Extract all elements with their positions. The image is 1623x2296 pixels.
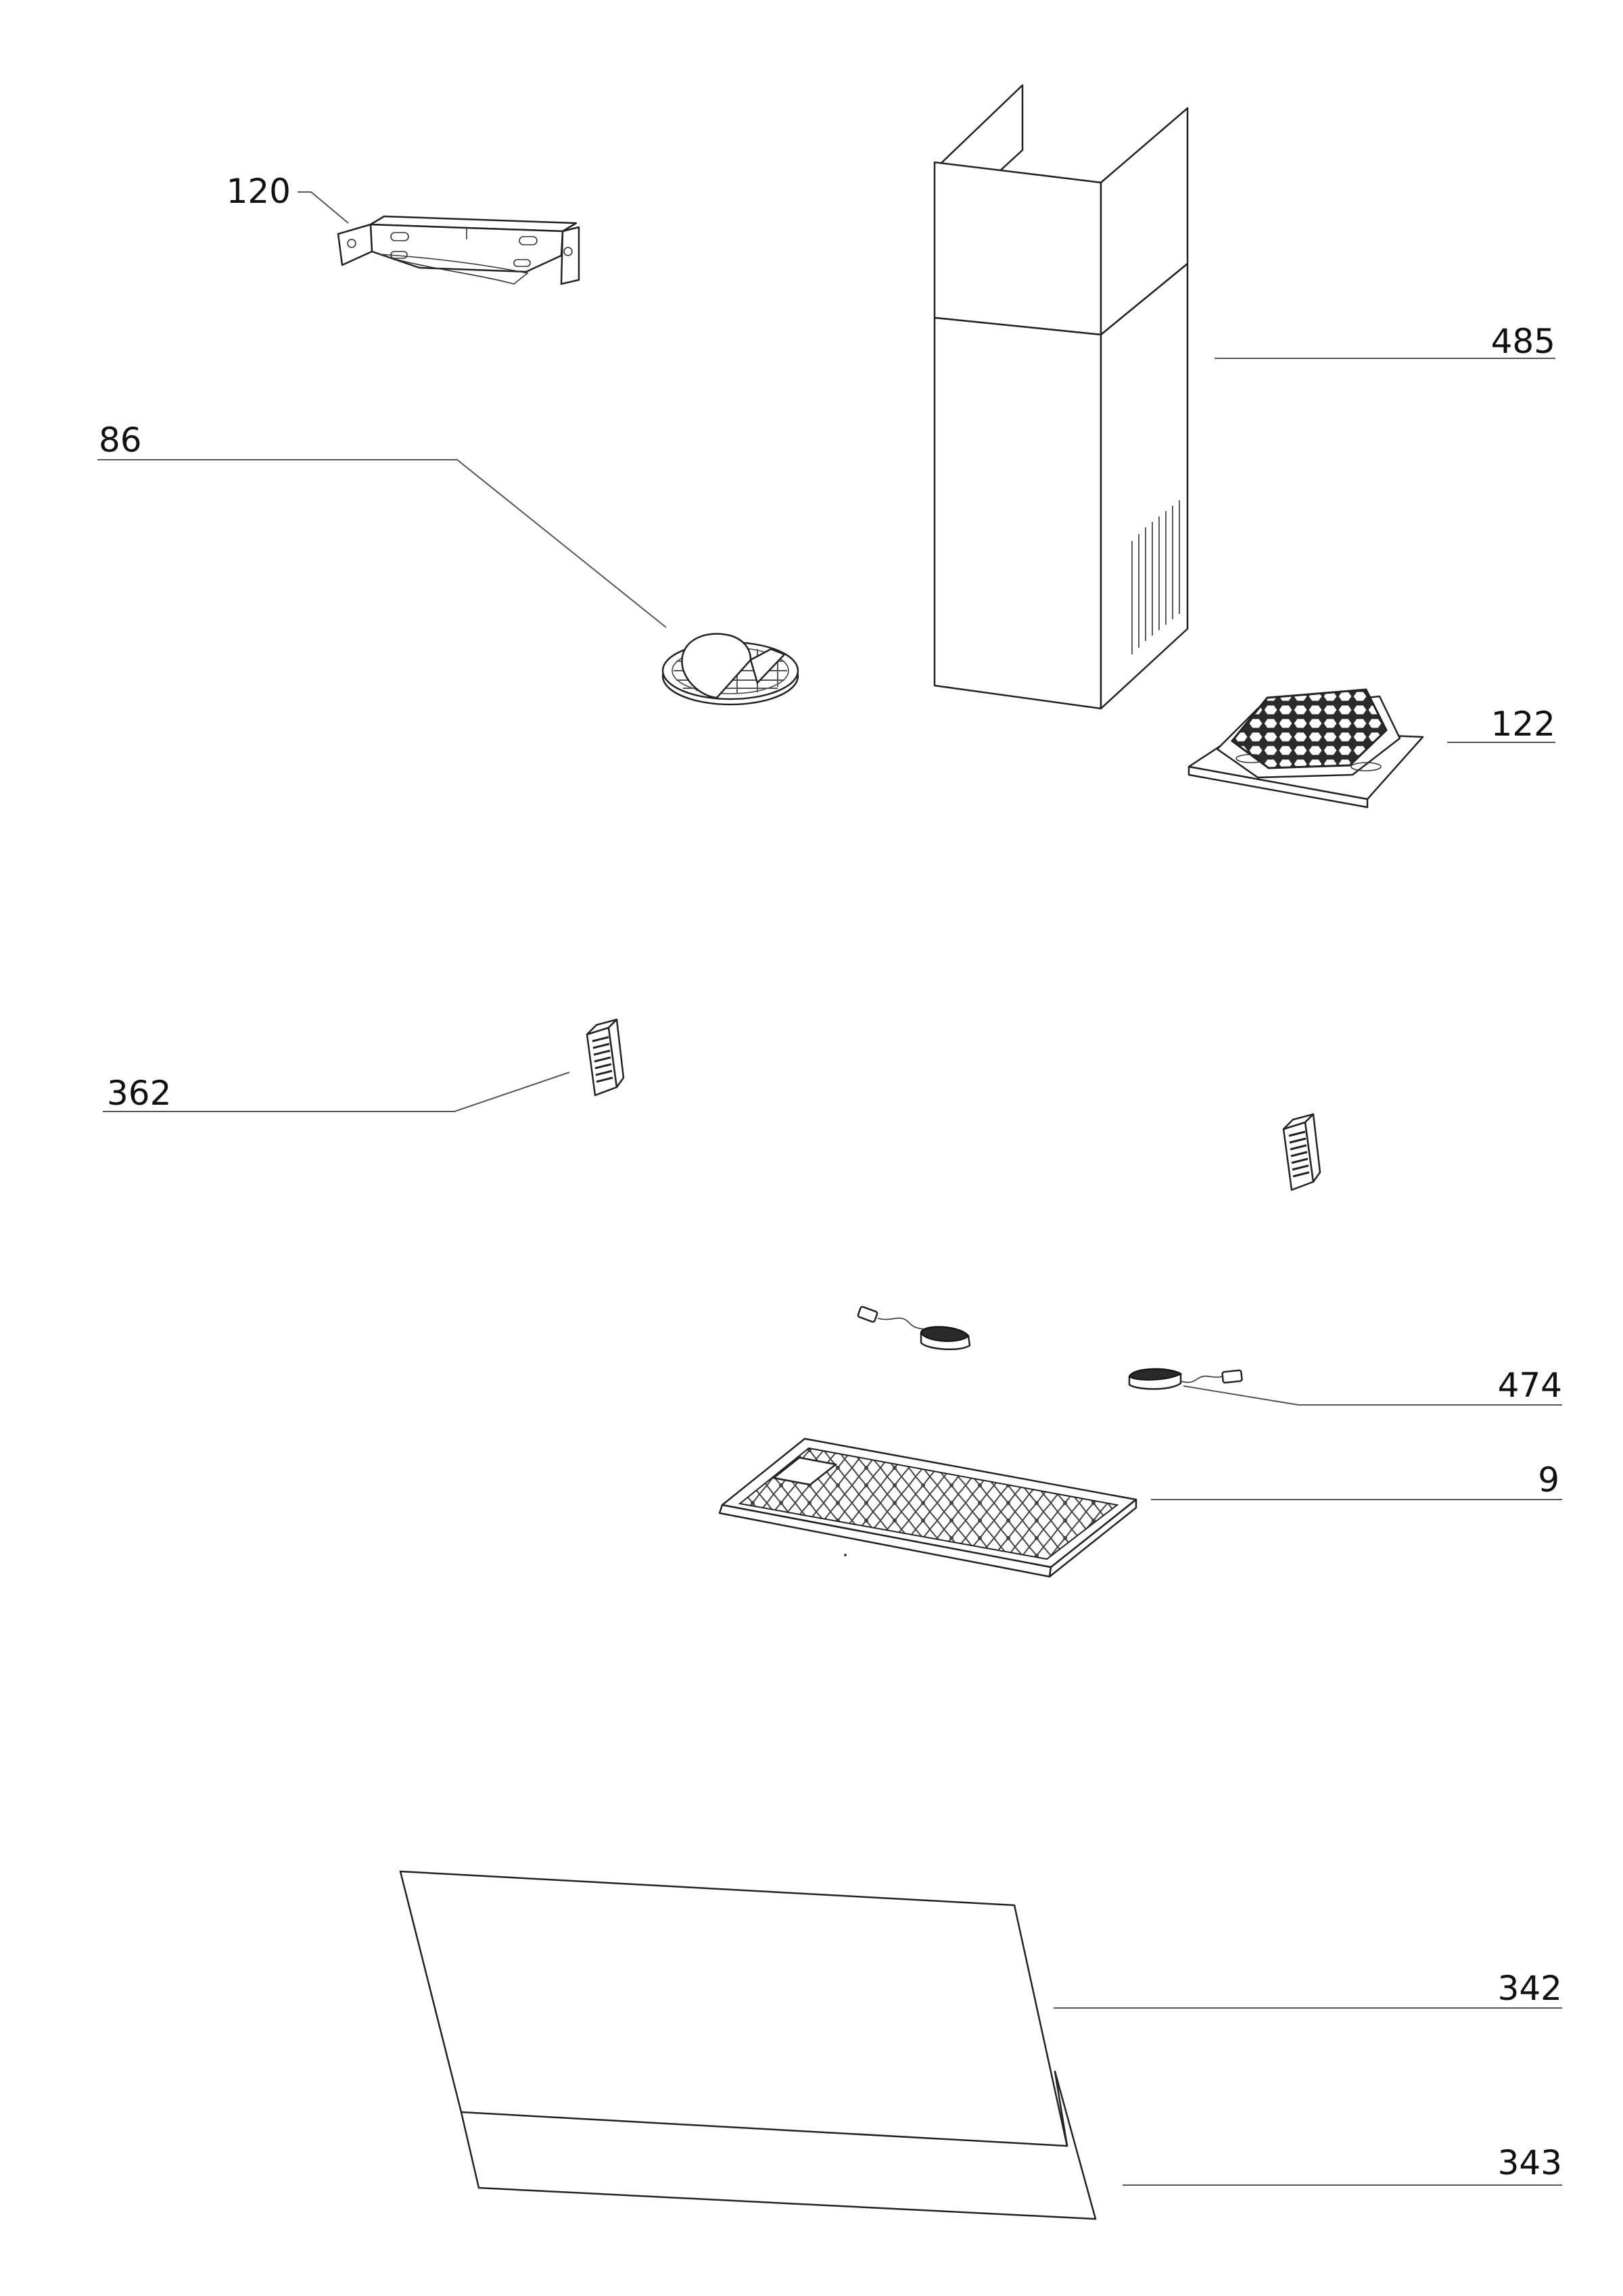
callout-120: 120: [227, 172, 291, 211]
callout-122: 122: [1491, 704, 1555, 744]
callout-342: 342: [1498, 1969, 1562, 2008]
callout-362: 362: [107, 1074, 171, 1113]
rear-glass-panel-part: [460, 2070, 1097, 2220]
callout-9: 9: [1538, 1460, 1559, 1500]
led-lamp-part-right: [1128, 1368, 1243, 1390]
chimney-cover-part: [933, 84, 1189, 710]
stray-mark: [844, 1554, 847, 1556]
callout-343: 343: [1498, 2143, 1562, 2182]
lamp-holder-part-right: [1282, 1113, 1321, 1191]
non-return-valve-part: [661, 633, 799, 706]
leader-line-120: [298, 191, 349, 224]
callout-474: 474: [1498, 1366, 1562, 1405]
led-lamp-part-left: [857, 1306, 971, 1350]
glass-panel-part: [399, 1870, 1068, 2147]
wall-bracket-part: [337, 215, 580, 285]
leader-line-86: [97, 459, 667, 628]
callout-485: 485: [1491, 322, 1555, 361]
lamp-holder-part-left: [586, 1018, 625, 1097]
vent-slots: [1131, 500, 1180, 654]
grease-filter-part: [718, 1437, 1137, 1578]
leader-line-362: [103, 1072, 570, 1112]
carbon-filter-part: [1187, 688, 1424, 809]
callout-86: 86: [99, 421, 142, 460]
leader-line-474: [1183, 1385, 1562, 1406]
